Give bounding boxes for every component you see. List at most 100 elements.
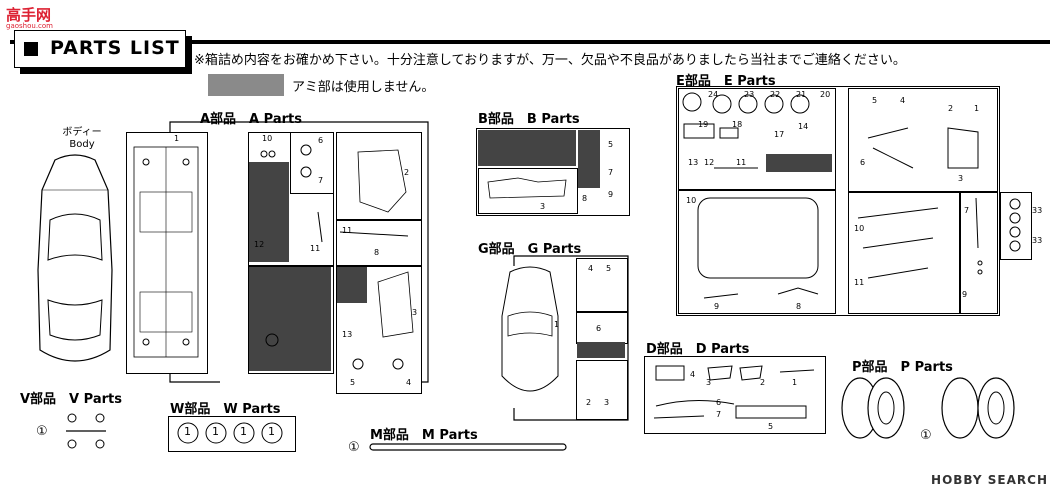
part-e-mesh (766, 154, 832, 172)
part-b-mesh-top (478, 130, 576, 166)
part-a-num: 8 (374, 248, 380, 257)
header-title-box (14, 30, 186, 68)
part-e-num: 6 (860, 158, 866, 167)
body-label: ボディー Body (52, 127, 112, 151)
group-w-title: W部品 W Parts (170, 402, 281, 417)
part-e-seats-cell (848, 88, 998, 192)
part-a-icons (260, 144, 414, 370)
part-g2-cell (576, 360, 628, 420)
part-a9-mesh (249, 267, 331, 371)
part-e-drawings (682, 92, 983, 299)
part-b-num: 5 (608, 140, 614, 149)
part-a2-cell (336, 132, 422, 220)
group-a-title: A部品 A Parts (200, 112, 302, 127)
watermark-url: gaoshou.com (6, 22, 53, 30)
part-a-num: 5 (350, 378, 356, 387)
part-a13-mesh (337, 267, 367, 303)
group-b-title: B部品 B Parts (478, 112, 580, 127)
group-d-frame (644, 356, 826, 434)
part-d-drawings (653, 365, 815, 419)
part-v-studs (66, 413, 106, 449)
part-a-num: 6 (318, 136, 324, 145)
part-e-num: 8 (796, 302, 802, 311)
part-e-num: 9 (962, 290, 968, 299)
part-e-num: 1 (974, 104, 980, 113)
part-b3-drawing (487, 177, 567, 199)
part-g6-cell (576, 312, 628, 344)
part-a-num: 12 (254, 240, 265, 249)
part-d-num: 5 (768, 422, 774, 431)
group-d-title: D部品 D Parts (646, 342, 750, 357)
part-b-num: 9 (608, 190, 614, 199)
mesh-note: アミ部は使用しません。 (292, 80, 435, 95)
part-w-num: 1 (212, 425, 219, 438)
group-m-title: M部品 M Parts (370, 428, 478, 443)
part-d-num: 6 (716, 398, 722, 407)
group-w-frame (168, 416, 296, 452)
part-e-num: 17 (774, 130, 785, 139)
part-e-num: 3 (958, 174, 964, 183)
body-label-en: Body (69, 139, 95, 150)
notice-text: ※箱詰め内容をお確かめ下さい。十分注意しておりますが、万一、欠品や不良品がありま… (194, 53, 906, 68)
group-g-runner (501, 255, 629, 421)
part-p-tires (841, 377, 1015, 439)
part-w-num: 1 (268, 425, 275, 438)
chassis-drawing (133, 146, 199, 358)
part-g-num: 1 (554, 320, 560, 329)
part-w-num: 1 (240, 425, 247, 438)
part-d-num: 7 (716, 410, 722, 419)
part-e-num: 33 (1032, 206, 1043, 215)
part-e-num: 7 (964, 206, 970, 215)
part-e-num: 2 (948, 104, 954, 113)
qty-p: ① (920, 428, 932, 443)
part-a14-mesh (249, 162, 289, 262)
part-g-num: 4 (588, 264, 594, 273)
part-a-num: 7 (318, 176, 324, 185)
part-e-num: 20 (820, 90, 831, 99)
part-d-num: 4 (690, 370, 696, 379)
part-e-num: 13 (688, 158, 699, 167)
part-e10-cell (848, 192, 960, 314)
part-g-num: 2 (586, 398, 592, 407)
part-e33-discs (1009, 198, 1021, 252)
part-b3-cell (478, 168, 578, 214)
part-a-num: 10 (262, 134, 273, 143)
body-drawing (37, 154, 113, 362)
mesh-swatch (208, 74, 284, 96)
part-e33-tab (1000, 192, 1032, 260)
part-e-num: 22 (770, 90, 781, 99)
header-square-icon (24, 42, 38, 56)
part-b-mesh-side (578, 130, 600, 188)
part-e-num: 33 (1032, 236, 1043, 245)
part-a1-chassis (126, 132, 208, 374)
part-b-num: 8 (582, 194, 588, 203)
part-a6-cell (290, 132, 334, 194)
group-g-title: G部品 G Parts (478, 242, 582, 257)
part-m-rod (369, 443, 567, 451)
part-b-num: 3 (540, 202, 546, 211)
part-e14-cell (678, 190, 836, 314)
part-e-num: 5 (872, 96, 878, 105)
part-e7-cell (960, 192, 998, 314)
group-e-title: E部品 E Parts (676, 74, 776, 89)
part-g-num: 5 (606, 264, 612, 273)
part-e-num: 21 (796, 90, 807, 99)
part-e-num: 4 (900, 96, 906, 105)
part-a-num: 2 (404, 168, 410, 177)
part-a-num: 11 (310, 244, 321, 253)
part-b-num: 7 (608, 168, 614, 177)
part-w-num: 1 (184, 425, 191, 438)
group-p-title: P部品 P Parts (852, 360, 953, 375)
part-g4-cell (576, 258, 628, 312)
header-rule (10, 40, 1050, 44)
part-d-num: 3 (706, 378, 712, 387)
qty-v: ① (36, 424, 48, 439)
part-w-discs (177, 422, 283, 444)
part-a8-cell (336, 220, 422, 266)
part-d-num: 2 (760, 378, 766, 387)
part-e-num: 10 (686, 196, 697, 205)
part-e-num: 9 (714, 302, 720, 311)
part-e-num: 23 (744, 90, 755, 99)
group-v-title: V部品 V Parts (20, 392, 122, 407)
hobby-search-logo: HOBBY SEARCH (931, 473, 1048, 487)
